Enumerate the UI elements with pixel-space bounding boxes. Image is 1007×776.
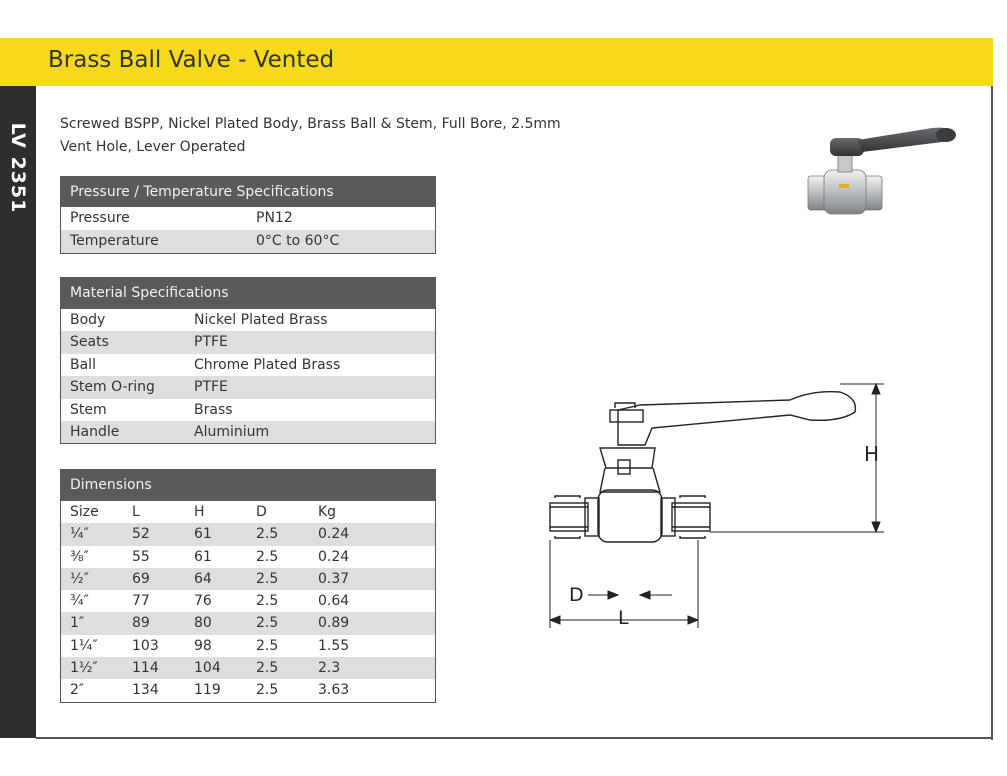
table-cell: 0.64: [318, 593, 350, 610]
table-cell: 2.5: [256, 526, 279, 543]
table-cell: ¾″: [70, 593, 89, 610]
table-row: Ball Chrome Plated Brass: [61, 354, 435, 376]
table-row: Stem O-ring PTFE: [61, 376, 435, 399]
table-row: Pressure PN12: [61, 207, 435, 230]
product-description: Screwed BSPP, Nickel Plated Body, Brass …: [60, 113, 580, 159]
table-cell: ½″: [70, 570, 89, 587]
table-row: 1½″ 114 104 2.5 2.3: [61, 657, 435, 680]
pressure-table-header: Pressure / Temperature Specifications: [61, 177, 435, 207]
table-cell: ¼″: [70, 526, 89, 543]
dimensions-column-headers: Size L H D Kg: [61, 501, 435, 523]
spec-label: Stem: [70, 401, 107, 418]
table-cell: 98: [194, 637, 212, 654]
dimension-label-l: L: [618, 607, 629, 629]
table-cell: 0.24: [318, 526, 350, 543]
table-cell: 134: [132, 682, 159, 699]
title-banner: Brass Ball Valve - Vented: [0, 38, 993, 86]
spec-value: PN12: [256, 210, 293, 226]
table-cell: 114: [132, 660, 159, 677]
product-code-label: LV 2351: [3, 108, 33, 228]
spec-label: Body: [70, 312, 106, 328]
table-row: 1¼″ 103 98 2.5 1.55: [61, 635, 435, 657]
table-cell: 52: [132, 526, 150, 543]
table-cell: 2.5: [256, 660, 279, 677]
spec-label: Stem O-ring: [70, 379, 155, 396]
spec-label: Pressure: [70, 210, 130, 226]
description-line-2: Vent Hole, Lever Operated: [60, 139, 246, 155]
table-cell: 103: [132, 637, 159, 654]
column-header: Kg: [318, 504, 337, 520]
valve-product-photo: [807, 127, 956, 215]
column-header: D: [256, 504, 267, 520]
spec-value: Nickel Plated Brass: [194, 312, 328, 328]
table-cell: 2.3: [318, 660, 341, 677]
spec-label: Ball: [70, 356, 96, 373]
table-row: ½″ 69 64 2.5 0.37: [61, 567, 435, 591]
table-row: Seats PTFE: [61, 331, 435, 354]
table-cell: 2.5: [256, 593, 279, 610]
spec-label: Seats: [70, 334, 109, 351]
page-title: Brass Ball Valve - Vented: [48, 47, 335, 73]
table-cell: 0.24: [318, 548, 350, 565]
table-cell: ⅜″: [70, 548, 89, 565]
table-row: 2″ 134 119 2.5 3.63: [61, 679, 435, 701]
table-cell: 76: [194, 593, 212, 610]
table-cell: 55: [132, 548, 150, 565]
spec-value: PTFE: [194, 334, 228, 351]
table-cell: 1¼″: [70, 637, 98, 654]
table-cell: 2.5: [256, 682, 279, 699]
table-cell: 1½″: [70, 660, 98, 677]
table-cell: 89: [132, 615, 150, 632]
side-strip: [0, 86, 36, 738]
description-line-1: Screwed BSPP, Nickel Plated Body, Brass …: [60, 116, 561, 132]
spec-value: 0°C to 60°C: [256, 233, 340, 249]
table-cell: 119: [194, 682, 221, 699]
table-cell: 61: [194, 548, 212, 565]
table-cell: 0.89: [318, 615, 350, 632]
spec-value: Aluminium: [194, 423, 270, 440]
dimensions-table-header: Dimensions: [61, 470, 435, 501]
dimension-label-h: H: [864, 442, 880, 466]
dimension-label-d: D: [569, 584, 584, 606]
table-row: Temperature 0°C to 60°C: [61, 230, 435, 253]
pressure-temperature-table: Pressure / Temperature Specifications Pr…: [60, 176, 436, 254]
material-table-header: Material Specifications: [61, 278, 435, 309]
table-cell: 2″: [70, 682, 85, 699]
table-cell: 2.5: [256, 570, 279, 587]
table-cell: 64: [194, 570, 212, 587]
table-row: ¾″ 77 76 2.5 0.64: [61, 590, 435, 612]
table-row: 1″ 89 80 2.5 0.89: [61, 612, 435, 635]
column-header: H: [194, 504, 205, 520]
spec-label: Handle: [70, 423, 120, 440]
table-cell: 61: [194, 526, 212, 543]
table-row: ¼″ 52 61 2.5 0.24: [61, 523, 435, 546]
table-cell: 2.5: [256, 615, 279, 632]
material-specifications-table: Material Specifications Body Nickel Plat…: [60, 277, 436, 445]
table-cell: 80: [194, 615, 212, 632]
spec-value: Brass: [194, 401, 233, 418]
frame-bottom-border: [36, 737, 993, 739]
valve-technical-drawing: [548, 382, 884, 628]
table-cell: 1.55: [318, 637, 350, 654]
column-header: L: [132, 504, 140, 520]
table-cell: 2.5: [256, 548, 279, 565]
frame-right-border: [991, 86, 993, 740]
table-row: ⅜″ 55 61 2.5 0.24: [61, 546, 435, 568]
table-row: Body Nickel Plated Brass: [61, 309, 435, 331]
product-code: LV 2351: [7, 122, 29, 214]
dimensions-table: Dimensions Size L H D Kg ¼″ 52 61 2.5 0.…: [60, 469, 436, 703]
table-row: Handle Aluminium: [61, 420, 435, 444]
table-row: Stem Brass: [61, 399, 435, 421]
table-cell: 104: [194, 660, 221, 677]
spec-value: Chrome Plated Brass: [194, 356, 341, 373]
column-header: Size: [70, 504, 99, 520]
table-cell: 2.5: [256, 637, 279, 654]
spec-value: PTFE: [194, 379, 228, 396]
table-cell: 1″: [70, 615, 85, 632]
table-cell: 3.63: [318, 682, 350, 699]
table-cell: 69: [132, 570, 150, 587]
table-cell: 77: [132, 593, 150, 610]
spec-label: Temperature: [70, 233, 159, 249]
table-cell: 0.37: [318, 570, 350, 587]
